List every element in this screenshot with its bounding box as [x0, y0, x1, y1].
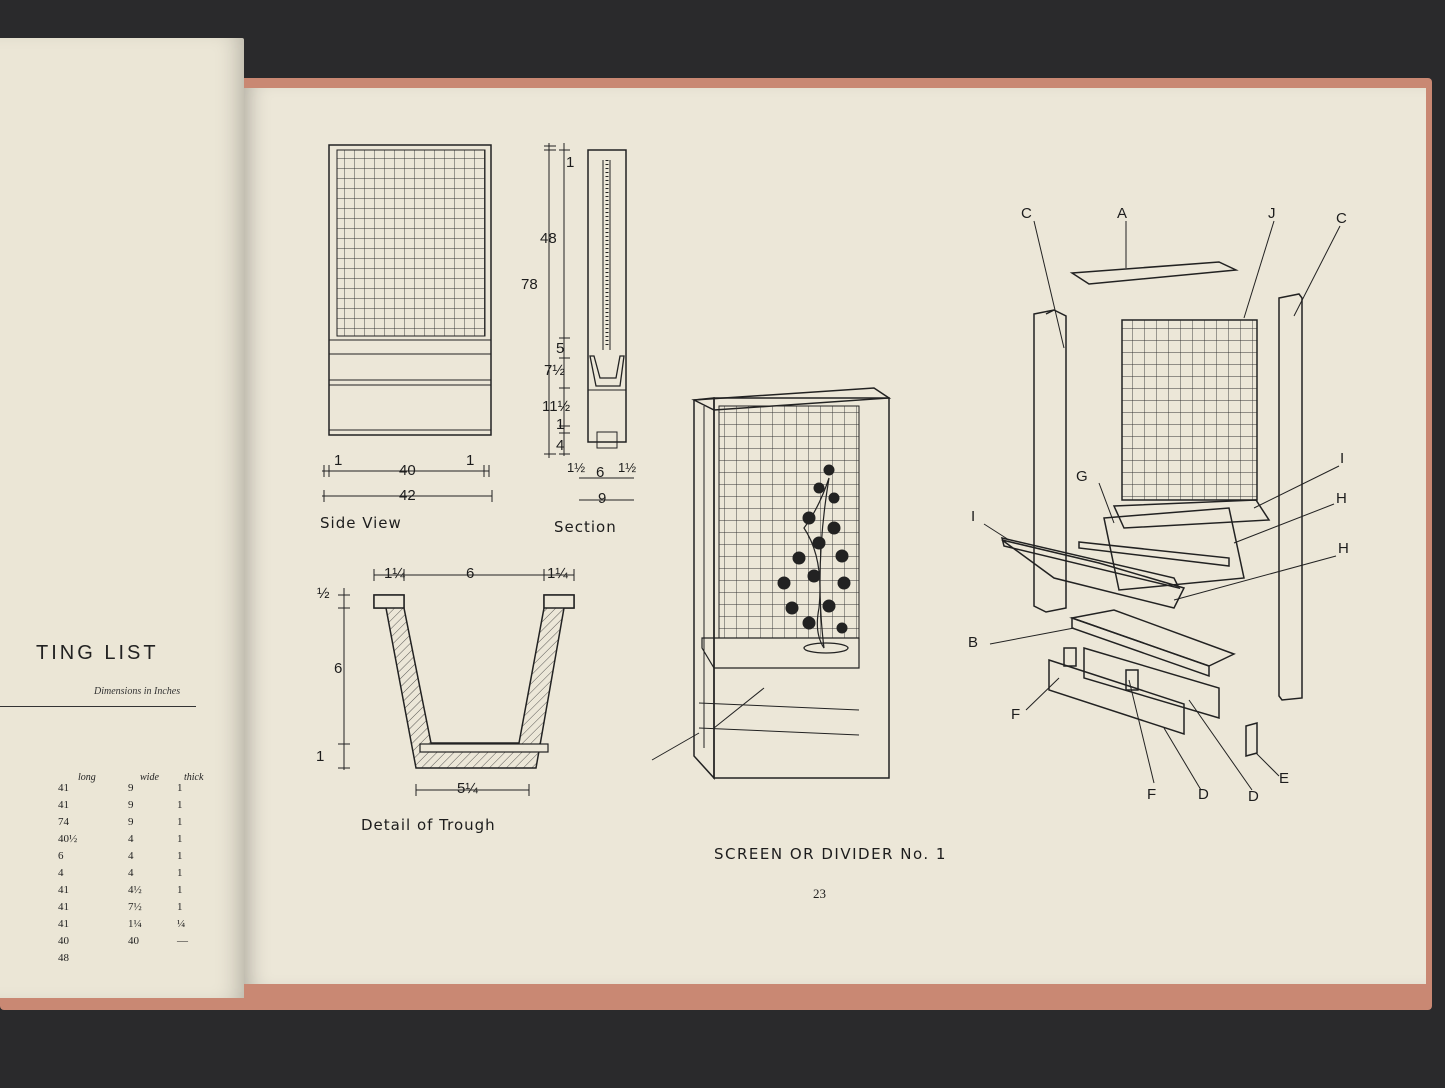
section-dim-5: 11½ — [542, 398, 571, 415]
cutting-row-wide: 4½ — [128, 884, 142, 896]
trough-vert-dim-1: ½ — [317, 585, 330, 602]
page-title: SCREEN OR DIVIDER No. 1 — [714, 845, 947, 863]
cutting-row-wide: 4 — [128, 850, 134, 862]
cutting-row-long: 74 — [58, 816, 69, 828]
side-outer-width-dim: 42 — [399, 487, 416, 504]
cutting-row-long: 40 — [58, 935, 69, 947]
side-view-drawing — [322, 144, 493, 502]
trough-detail-drawing — [338, 569, 575, 796]
section-caption: Section — [554, 518, 617, 536]
part-label-g: G — [1076, 468, 1088, 485]
section-dim-7: 4 — [556, 437, 565, 454]
cutting-row-thick: 1 — [177, 833, 183, 845]
side-inner-width-dim: 40 — [399, 462, 416, 479]
cutting-row-wide: 4 — [128, 867, 134, 879]
cutting-row-wide: 1¼ — [128, 918, 142, 930]
column-header-wide: wide — [140, 772, 159, 783]
cutting-row-wide: 9 — [128, 799, 134, 811]
part-label-i-right: I — [1340, 450, 1345, 467]
section-dim-1: 1 — [566, 154, 575, 171]
column-header-long: long — [78, 772, 96, 783]
cutting-row-thick: 1 — [177, 850, 183, 862]
part-label-f-1: F — [1011, 706, 1021, 723]
technical-drawings — [322, 143, 1341, 796]
cutting-row-wide: 7½ — [128, 901, 142, 913]
side-view-caption: Side View — [320, 514, 402, 532]
cutting-row-long: 41 — [58, 884, 69, 896]
trough-top-left-dim: 1¼ — [384, 565, 405, 582]
part-label-h-1: H — [1336, 490, 1347, 507]
section-dim-2: 48 — [540, 230, 557, 247]
cutting-row-thick: 1 — [177, 884, 183, 896]
cutting-row-thick: — — [177, 935, 188, 947]
cutting-row-long: 41 — [58, 918, 69, 930]
dimensions-note: Dimensions in Inches — [94, 686, 181, 697]
cutting-row-wide: 9 — [128, 782, 134, 794]
side-edge-left-dim: 1 — [334, 452, 343, 469]
trough-top-right-dim: 1¼ — [547, 565, 568, 582]
cutting-row-thick: 1 — [177, 816, 183, 828]
part-label-e: E — [1279, 770, 1290, 787]
section-depth-dim: 9 — [598, 490, 607, 507]
side-edge-right-dim: 1 — [466, 452, 475, 469]
part-label-i-left: I — [971, 508, 976, 525]
cutting-row-long: 41 — [58, 901, 69, 913]
part-label-j: J — [1268, 205, 1276, 222]
cutting-row-long: 40½ — [58, 833, 78, 845]
trough-base-dim: 5¼ — [457, 780, 478, 797]
assembled-screen-drawing — [651, 387, 892, 780]
cutting-row-long: 48 — [58, 952, 69, 964]
cutting-row-thick: ¼ — [177, 918, 186, 930]
trough-vert-dim-2: 6 — [334, 660, 343, 677]
part-label-h-2: H — [1338, 540, 1349, 557]
cutting-row-long: 6 — [58, 850, 64, 862]
part-label-a: A — [1117, 205, 1128, 222]
section-dim-6: 1 — [556, 416, 565, 433]
trough-top-mid-dim: 6 — [466, 565, 475, 582]
cutting-list-heading: TING LIST — [36, 642, 159, 664]
cutting-row-thick: 1 — [177, 901, 183, 913]
section-drawing — [544, 143, 634, 501]
section-dim-4: 7½ — [544, 362, 565, 379]
part-label-c-left: C — [1021, 205, 1032, 222]
part-label-f-2: F — [1147, 786, 1157, 803]
section-dim-3: 5 — [556, 340, 565, 357]
cutting-row-long: 41 — [58, 799, 69, 811]
cutting-row-wide: 4 — [128, 833, 134, 845]
trough-vert-dim-3: 1 — [316, 748, 325, 765]
cutting-row-thick: 1 — [177, 782, 183, 794]
cutting-row-wide: 40 — [128, 935, 139, 947]
part-label-b: B — [968, 634, 979, 651]
page-number: 23 — [813, 886, 826, 901]
divider-line — [0, 706, 196, 707]
part-label-d-1: D — [1198, 786, 1209, 803]
exploded-view-drawing — [983, 220, 1341, 791]
left-page: TING LIST Dimensions in Inches long wide t… — [0, 38, 244, 998]
section-total-height-dim: 78 — [521, 276, 538, 293]
cutting-row-thick: 1 — [177, 867, 183, 879]
cutting-row-thick: 1 — [177, 799, 183, 811]
column-header-thick: thick — [184, 772, 204, 783]
cutting-row-long: 41 — [58, 782, 69, 794]
right-page: 1 40 1 42 Side View 78 1 48 5 7½ 11½ 1 4… — [244, 88, 1426, 984]
section-bottom-dim-3: 1½ — [618, 460, 637, 475]
cutting-row-long: 4 — [58, 867, 64, 879]
cutting-row-wide: 9 — [128, 816, 134, 828]
part-label-d-2: D — [1248, 788, 1259, 805]
section-bottom-dim-1: 1½ — [567, 460, 586, 475]
section-bottom-dim-2: 6 — [596, 464, 605, 481]
part-label-c-right: C — [1336, 210, 1347, 227]
trough-caption: Detail of Trough — [361, 816, 496, 834]
